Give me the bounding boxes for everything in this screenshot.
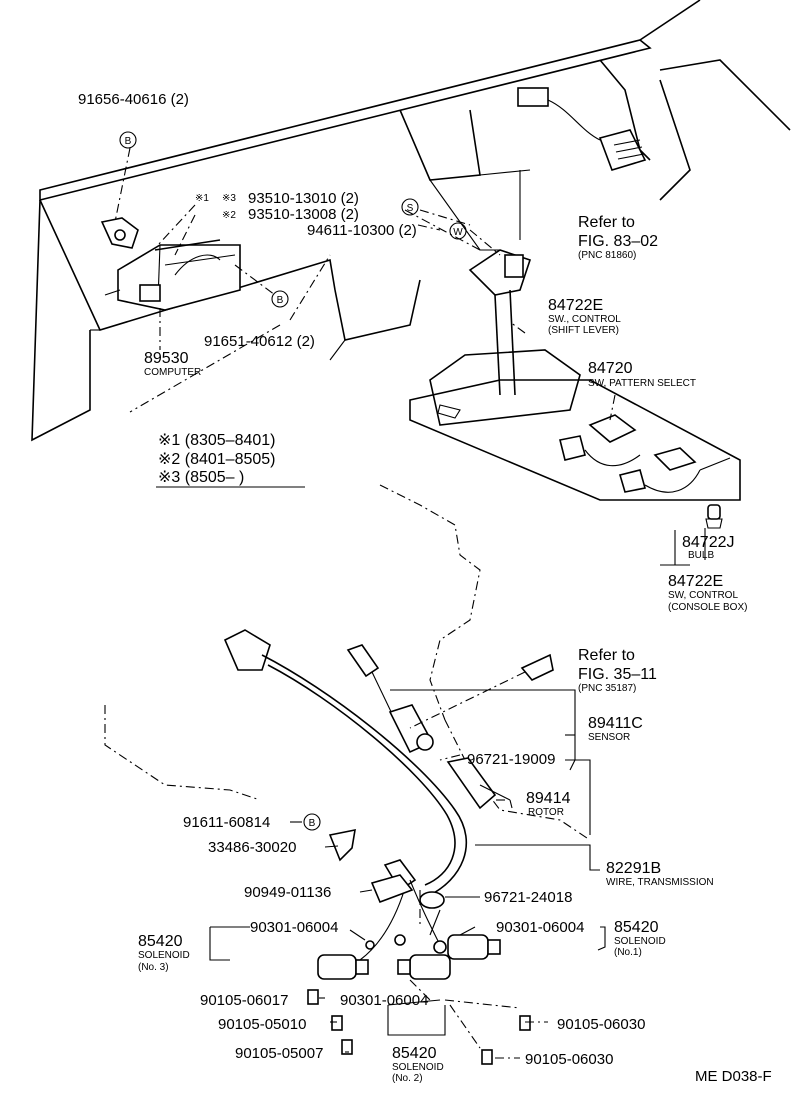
no2-label: (No. 2) xyxy=(392,1073,423,1084)
bracket-drawing-top-left xyxy=(100,217,139,249)
variant-mark-1: ※1 xyxy=(195,193,209,204)
shift-lever-label: (SHIFT LEVER) xyxy=(548,325,619,336)
refer-to-label: Refer to xyxy=(578,214,635,231)
variant-note-2: ※2 (8401–8505) xyxy=(158,451,276,468)
part-33486-label: 33486-30020 xyxy=(208,839,296,856)
no1-label: (No.1) xyxy=(614,947,642,958)
sensor-label: SENSOR xyxy=(588,732,630,743)
solenoid-no1-drawing xyxy=(433,934,501,960)
computer-89530-drawing xyxy=(104,239,241,311)
variant-mark-2: ※2 xyxy=(222,210,236,221)
part-84722E-console-label: 84722E xyxy=(668,573,723,590)
solenoid-no1-label: SOLENOID xyxy=(614,936,666,947)
part-94611-label: 94611-10300 (2) xyxy=(307,222,417,239)
part-85420-no3-label: 85420 xyxy=(138,933,183,950)
part-89530-label: 89530 xyxy=(144,350,189,367)
part-90105-05010-label: 90105-05010 xyxy=(218,1016,306,1033)
part-91656-label: 91656-40616 (2) xyxy=(78,91,189,108)
part-93510-13010-label: 93510-13010 (2) xyxy=(248,190,359,207)
wire-transmission-label: WIRE, TRANSMISSION xyxy=(606,877,714,888)
circle-b-label: B xyxy=(277,295,284,306)
part-84722J-label: 84722J xyxy=(682,534,735,551)
part-85420-no1-label: 85420 xyxy=(614,919,659,936)
part-90301-06004-b-label: 90301-06004 xyxy=(496,919,584,936)
part-89414-label: 89414 xyxy=(526,790,571,807)
part-96721-19009-label: 96721-19009 xyxy=(467,751,555,768)
part-96721-24018-label: 96721-24018 xyxy=(484,889,572,906)
part-90949-label: 90949-01136 xyxy=(244,884,331,901)
bulb-label: BULB xyxy=(688,550,714,561)
part-84722E-shift-label: 84722E xyxy=(548,297,603,314)
computer-label: COMPUTER xyxy=(144,367,201,378)
dashboard-outline xyxy=(31,0,791,442)
transmission-outline xyxy=(104,484,591,841)
sw-control-console-label: SW, CONTROL xyxy=(668,590,738,601)
circle-w-label: W xyxy=(453,227,463,238)
sw-control-label: SW., CONTROL xyxy=(548,314,621,325)
bracket-3511-drawing xyxy=(520,653,554,681)
circle-b-label: B xyxy=(309,818,316,829)
variant-note-3: ※3 (8505– ) xyxy=(158,469,244,486)
part-90301-06004-a-label: 90301-06004 xyxy=(250,919,338,936)
part-91611-label: 91611-60814 xyxy=(183,814,270,831)
part-93510-13008-label: 93510-13008 (2) xyxy=(248,206,359,223)
pattern-select-switch-drawing xyxy=(559,414,731,493)
variant-mark-3: ※3 xyxy=(222,193,236,204)
solenoid-no3-drawing xyxy=(317,954,369,980)
part-85420-no2-label: 85420 xyxy=(392,1045,437,1062)
sw-pattern-select-label: SW, PATTERN SELECT xyxy=(588,378,696,389)
circle-s-label: S xyxy=(407,203,414,214)
rotor-label: ROTOR xyxy=(528,807,564,818)
leader-lines-top xyxy=(114,147,706,566)
part-89411C-label: 89411C xyxy=(588,715,643,732)
reference-circles: B S W B B xyxy=(119,131,467,831)
part-labels: 91656-40616 (2) ※1 ※3 93510-13010 (2) ※2… xyxy=(78,91,772,1085)
part-84720-label: 84720 xyxy=(588,360,633,377)
fig-3511-label: FIG. 35–11 xyxy=(578,666,657,683)
part-82291B-label: 82291B xyxy=(606,860,661,877)
variant-note-1: ※1 (8305–8401) xyxy=(158,432,276,449)
part-90105-06030-a-label: 90105-06030 xyxy=(557,1016,645,1033)
part-90301-06004-c-label: 90301-06004 xyxy=(340,992,428,1009)
part-90105-06017-label: 90105-06017 xyxy=(200,992,288,1009)
circle-b-label: B xyxy=(125,136,132,147)
part-91651-label: 91651-40612 (2) xyxy=(204,333,315,350)
part-90105-05007-label: 90105-05007 xyxy=(235,1045,323,1062)
bolts-drawing xyxy=(307,934,531,1065)
bulb-drawing xyxy=(705,504,723,529)
leader-lines-bottom xyxy=(209,671,606,1059)
shift-lever-drawing xyxy=(409,249,741,501)
pnc-81860-label: (PNC 81860) xyxy=(578,250,636,261)
part-90105-06030-b-label: 90105-06030 xyxy=(525,1051,613,1068)
console-box-label: (CONSOLE BOX) xyxy=(668,602,747,613)
harness-drawing-top xyxy=(517,87,647,171)
solenoid-no2-label: SOLENOID xyxy=(392,1062,444,1073)
sensor-rotor-drawing xyxy=(346,644,513,810)
drawing-code: ME D038-F xyxy=(695,1068,772,1085)
bracket-33486-drawing xyxy=(328,828,414,904)
pnc-35187-label: (PNC 35187) xyxy=(578,683,636,694)
solenoid-no2-drawing xyxy=(397,954,451,980)
fig-8302-label: FIG. 83–02 xyxy=(578,233,658,250)
solenoid-no3-label: SOLENOID xyxy=(138,950,190,961)
refer-to-3511-label: Refer to xyxy=(578,647,635,664)
no3-label: (No. 3) xyxy=(138,962,169,973)
